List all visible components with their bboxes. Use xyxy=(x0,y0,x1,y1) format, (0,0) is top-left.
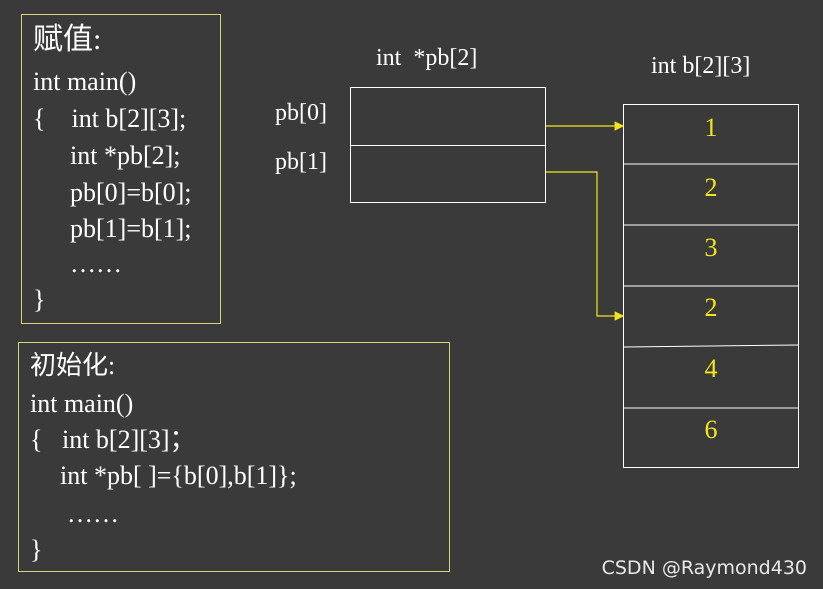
pointer-array-divider xyxy=(351,145,545,146)
code-line: int main() xyxy=(33,67,137,96)
initialization-code-box: 初始化: int main() { int b[2][3]； int *pb[ … xyxy=(18,342,450,572)
int-array-label: int b[2][3] xyxy=(651,53,751,79)
code-line: int *pb[2]; xyxy=(70,141,181,170)
code-line: int *pb[ ]={b[0],b[1]}; xyxy=(60,461,297,490)
pointer-arrow-pb1 xyxy=(546,171,625,321)
watermark: CSDN @Raymond430 xyxy=(601,557,807,579)
array-cell-value: 2 xyxy=(704,293,718,322)
array-cell-value: 4 xyxy=(704,354,718,383)
code-line: …… xyxy=(67,499,119,528)
code-line: …… xyxy=(70,249,122,278)
code-line: int main() xyxy=(30,389,134,418)
code-line: { int b[2][3]; xyxy=(33,104,187,133)
code-line: pb[0]=b[0]; xyxy=(70,178,192,207)
code-line: } xyxy=(33,285,46,314)
pointer-row-label-1: pb[1] xyxy=(275,149,327,175)
array-cell-value: 6 xyxy=(704,415,718,444)
array-cell-value: 3 xyxy=(704,233,718,262)
pointer-array-box xyxy=(350,87,546,203)
array-cell-value: 2 xyxy=(704,173,718,202)
array-cell-value: 1 xyxy=(704,113,718,142)
pointer-row-label-0: pb[0] xyxy=(275,100,327,126)
code-line: { int b[2][3]； xyxy=(30,425,196,454)
assignment-heading: 赋值: xyxy=(33,23,102,56)
initialization-heading: 初始化: xyxy=(30,351,116,380)
code-line: pb[1]=b[1]; xyxy=(70,214,192,243)
array-divider xyxy=(622,344,800,348)
assignment-code-box: 赋值: int main() { int b[2][3]; int *pb[2]… xyxy=(21,14,221,324)
code-line: } xyxy=(30,535,43,564)
pointer-array-label: int *pb[2] xyxy=(376,45,478,71)
